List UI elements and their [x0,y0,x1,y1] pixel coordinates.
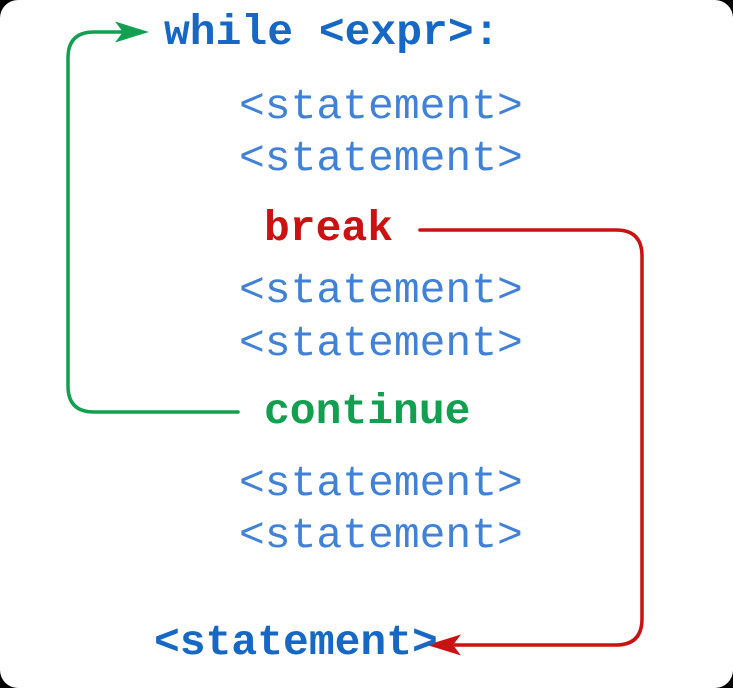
statement-line: <statement> [239,266,523,315]
continue-loop-arrow [66,21,240,414]
loop-header: while <expr>: [164,8,500,57]
statement-line: <statement> [239,459,523,508]
statement-line: <statement> [239,511,523,560]
statement-line: <statement> [239,319,523,368]
after-loop-statement: <statement> [154,618,438,667]
statement-line: <statement> [239,82,523,131]
break-keyword: break [264,204,394,253]
green-arrowhead-icon [115,21,149,43]
statement-line: <statement> [239,134,523,183]
continue-keyword: continue [264,387,471,436]
